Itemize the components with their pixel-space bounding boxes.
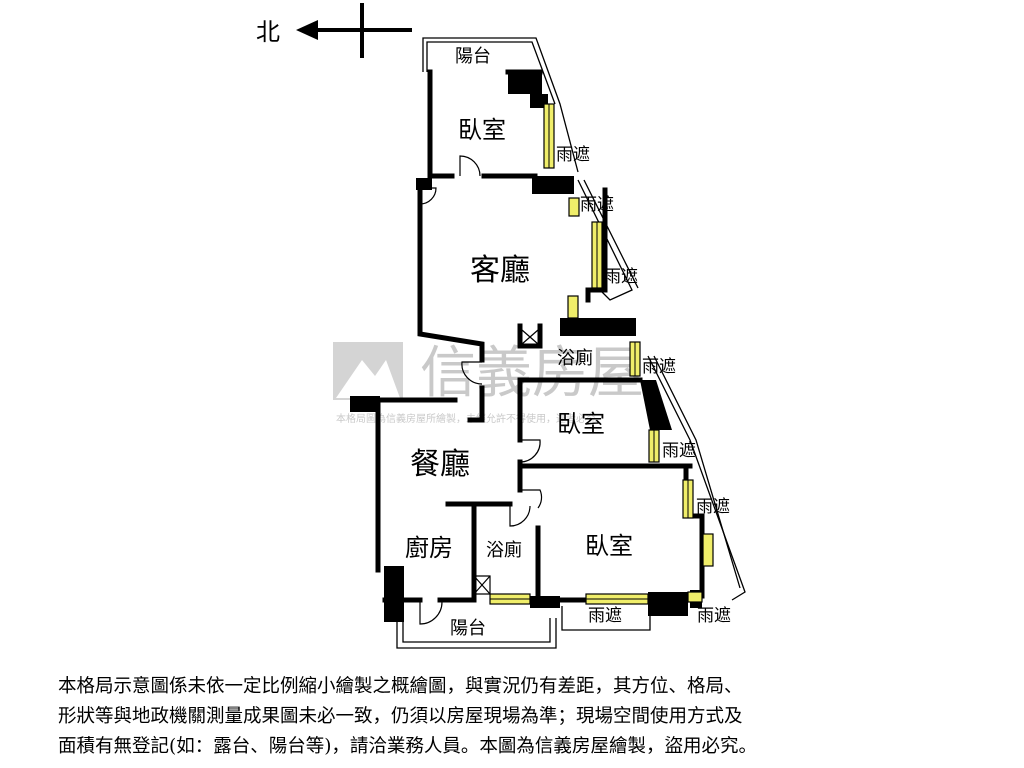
dining-room-label: 餐廳 — [410, 447, 470, 482]
canopy-label: 雨遮 — [604, 267, 638, 287]
disclaimer-line: 本格局示意圖係未依一定比例縮小繪製之概繪圖，與實況仍有差距，其方位、格局、 — [58, 676, 743, 697]
balcony-top-label: 陽台 — [455, 46, 491, 67]
window-bedroom3-lower — [702, 533, 714, 567]
living-room-label: 客廳 — [470, 253, 530, 288]
canopy-label: 雨遮 — [556, 145, 590, 165]
outer-outline — [396, 37, 746, 649]
bath-2-label: 浴廁 — [486, 539, 522, 561]
disclaimer: 本格局示意圖係未依一定比例縮小繪製之概繪圖，與實況仍有差距，其方位、格局、 形狀… — [58, 672, 998, 762]
floor-plan: 信義房屋 本格局圖為信義房屋所繪製，未經允許不得使用，違者必究 北 — [256, 3, 746, 649]
window-corner — [687, 591, 703, 603]
canopy-label: 雨遮 — [697, 606, 731, 626]
canopy-label: 雨遮 — [662, 441, 696, 461]
watermark-brand: 信義房屋 — [420, 341, 644, 406]
window-living-top — [568, 197, 580, 217]
canopy-label: 雨遮 — [642, 357, 676, 377]
bedroom-2-label: 臥室 — [557, 410, 605, 438]
window-living-bottom — [567, 295, 579, 319]
walls — [375, 69, 705, 603]
canopy-label: 雨遮 — [696, 497, 730, 517]
doors — [419, 155, 543, 625]
room-labels: 陽台 臥室 客廳 浴廁 臥室 餐廳 廚房 浴廁 臥室 陽台 — [405, 46, 633, 639]
watermark-logo-icon — [333, 342, 403, 400]
kitchen-label: 廚房 — [405, 534, 453, 562]
bedroom-1-label: 臥室 — [458, 116, 506, 144]
compass-north-label: 北 — [256, 18, 280, 46]
bedroom-3-label: 臥室 — [585, 532, 633, 560]
watermark-notice: 本格局圖為信義房屋所繪製，未經允許不得使用，違者必究 — [336, 412, 596, 425]
canopy-label: 雨遮 — [580, 195, 614, 215]
canopy-label: 雨遮 — [588, 606, 622, 626]
canopy-labels: 雨遮 雨遮 雨遮 雨遮 雨遮 雨遮 雨遮 雨遮 — [556, 145, 731, 626]
disclaimer-line: 面積有無登記(如：露台、陽台等)，請洽業務人員。本圖為信義房屋繪製，盜用必究。 — [58, 736, 757, 757]
bath-1-label: 浴廁 — [557, 347, 593, 369]
window-mullions — [490, 104, 689, 600]
balcony-bottom-label: 陽台 — [450, 618, 486, 639]
north-arrow-icon — [296, 3, 412, 58]
disclaimer-line: 形狀等與地政機關測量成果圖未必一致，仍須以房屋現場為準；現場空間使用方式及 — [58, 706, 743, 727]
watermark: 信義房屋 本格局圖為信義房屋所繪製，未經允許不得使用，違者必究 — [333, 341, 644, 425]
